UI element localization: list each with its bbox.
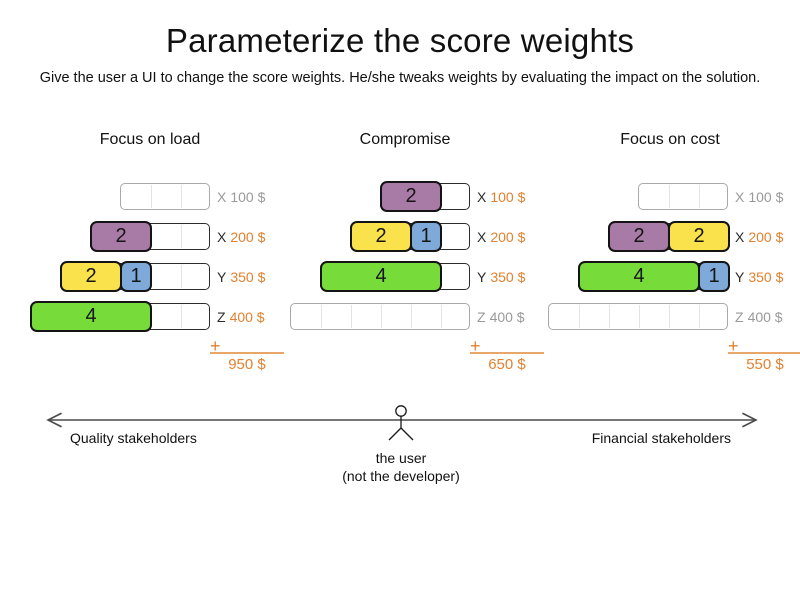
constraint-cost: 100 $ [230,189,266,205]
unit-divider [579,305,580,328]
unit-divider [321,305,322,328]
sum-line [470,352,544,354]
weight-capacity-box [120,183,210,210]
constraint-cost: 100 $ [490,189,526,205]
unit-divider [699,305,700,328]
sum-line [210,352,284,354]
stick-figure-icon [388,405,414,441]
weight-capacity-box: 2 [90,221,210,252]
sum-total: 550 $ [746,356,784,373]
unit-divider [381,305,382,328]
weight-capacity-box: 2 [380,181,470,212]
constraint-cost: 400 $ [747,309,783,325]
constraint-letter: X [217,229,227,245]
constraint-cost: 100 $ [748,189,784,205]
weight-block: 4 [320,261,442,292]
weight-block: 2 [608,221,670,252]
weight-capacity-box [548,303,728,330]
weight-block: 1 [120,261,152,292]
weight-block: 2 [350,221,412,252]
sum-plus-sign: + [470,336,481,356]
constraint-cost: 400 $ [229,309,265,325]
axis-label-quality: Quality stakeholders [70,430,197,446]
unit-divider [351,305,352,328]
constraint-cost: 400 $ [489,309,525,325]
constraint-letter: Z [735,309,744,325]
weight-capacity-box: 4 [320,261,470,292]
sum-total: 950 $ [228,356,266,373]
weight-block: 2 [90,221,152,252]
weight-block: 4 [578,261,700,292]
constraint-cost: 350 $ [230,269,266,285]
weight-block: 2 [380,181,442,212]
unit-divider [669,305,670,328]
constraint-letter: X [735,189,745,205]
weight-block: 2 [668,221,730,252]
unit-divider [181,305,182,328]
sum-plus-sign: + [210,336,221,356]
unit-divider [669,185,670,208]
constraint-letter: Y [735,269,745,285]
constraint-letter: X [477,189,487,205]
constraint-letter: X [735,229,745,245]
arrow-right-icon [742,412,758,428]
constraint-letter: Y [217,269,227,285]
user-label-line2: (not the developer) [342,468,460,484]
page-subtitle: Give the user a UI to change the score w… [39,70,761,86]
arrow-left-icon [46,412,62,428]
weight-block: 2 [60,261,122,292]
unit-divider [441,305,442,328]
constraint-letter: Y [477,269,487,285]
weight-block: 1 [410,221,442,252]
sum-total: 650 $ [488,356,526,373]
axis-label-financial: Financial stakeholders [591,430,731,446]
weight-block: 1 [698,261,730,292]
constraint-cost: 350 $ [490,269,526,285]
panel-title: Focus on cost [620,131,720,148]
weight-capacity-box: 4 [30,301,210,332]
unit-divider [151,185,152,208]
unit-divider [181,225,182,248]
stakeholder-axis-arrow [46,405,758,441]
sum-line [728,352,800,354]
constraint-cost: 200 $ [490,229,526,245]
constraint-cost: 200 $ [230,229,266,245]
constraint-letter: X [217,189,227,205]
constraint-letter: X [477,229,487,245]
panel-title: Compromise [359,131,451,148]
panel-title: Focus on load [99,131,201,148]
unit-divider [181,265,182,288]
user-label-line1: the user [375,450,427,466]
page-title: Parameterize the score weights [165,22,635,59]
constraint-cost: 350 $ [748,269,784,285]
sum-plus-sign: + [728,336,739,356]
weight-block: 4 [30,301,152,332]
constraint-letter: Z [217,309,226,325]
unit-divider [411,305,412,328]
constraint-cost: 200 $ [748,229,784,245]
unit-divider [699,185,700,208]
unit-divider [181,185,182,208]
unit-divider [609,305,610,328]
constraint-letter: Z [477,309,486,325]
weight-capacity-box [290,303,470,330]
weight-capacity-box [638,183,728,210]
unit-divider [639,305,640,328]
